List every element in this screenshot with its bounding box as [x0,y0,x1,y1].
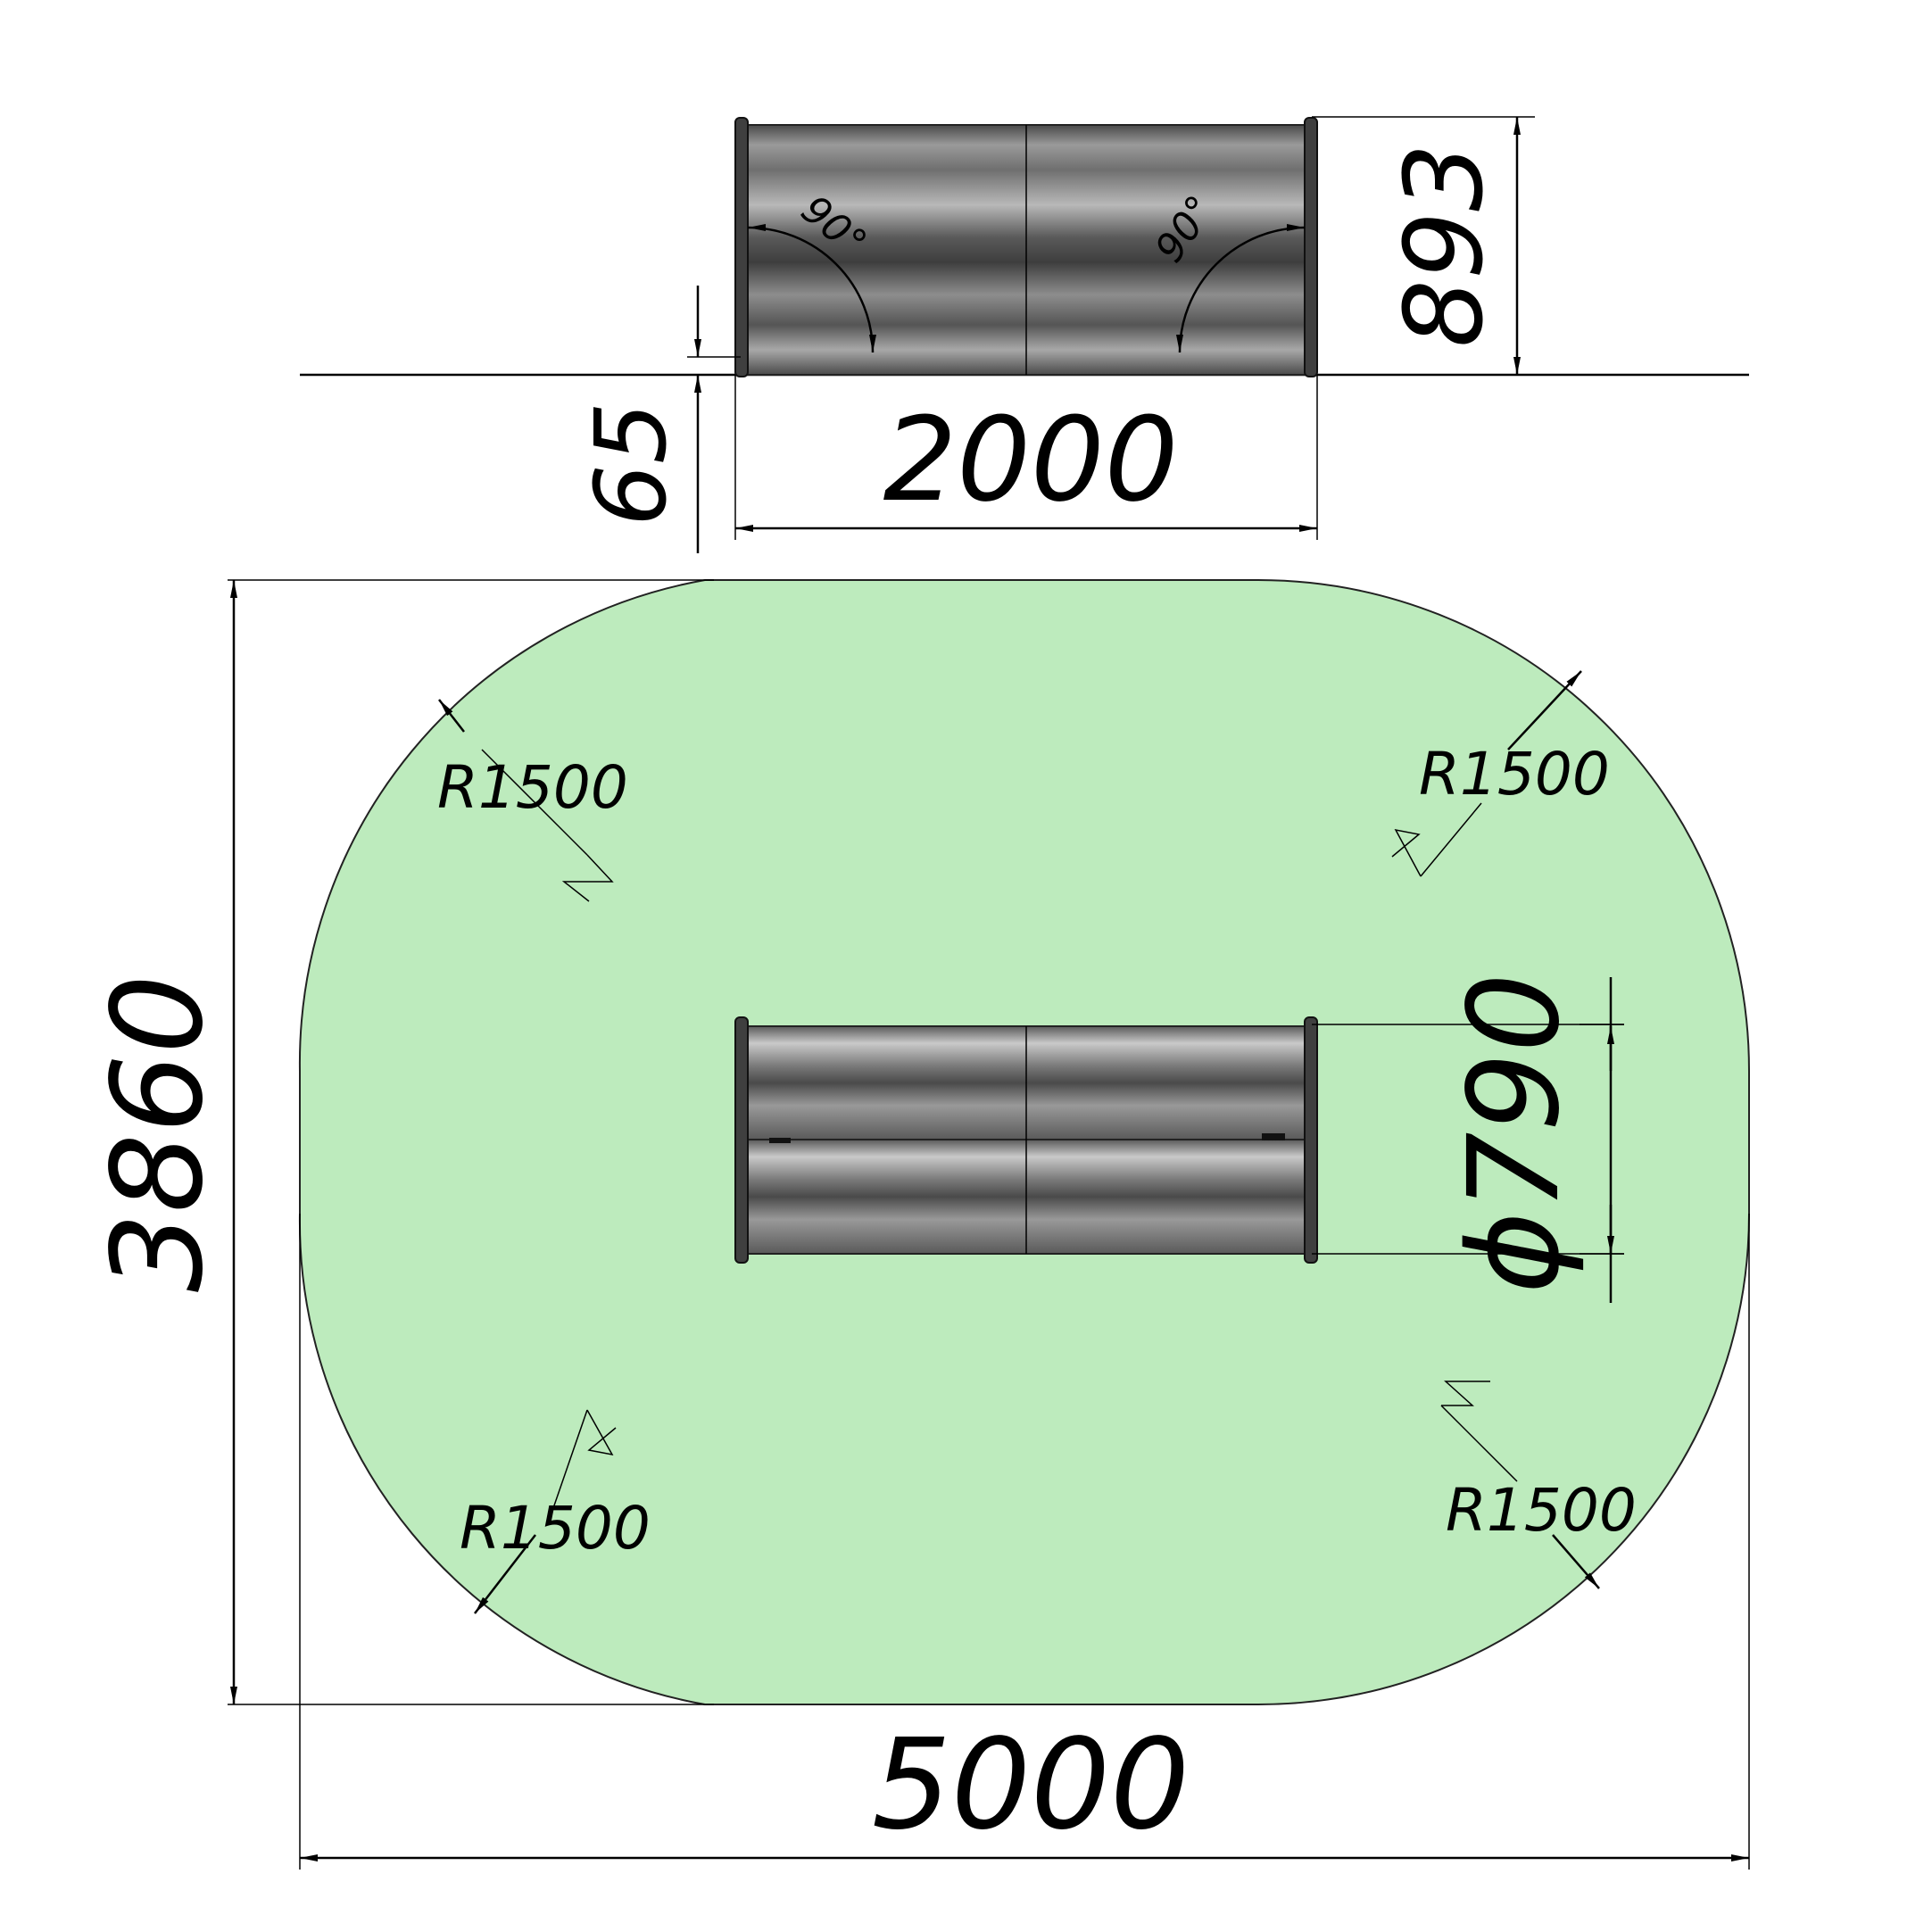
radius-top-right: R1500 [1391,670,1610,877]
radius-leader-bottom-left-tail [552,1409,588,1509]
zone-length-label: 5000 [872,1712,1190,1858]
radius-label-top-right: R1500 [1419,740,1610,808]
radius-leader-bottom-right-tail [1440,1405,1518,1482]
angle-arc-left [747,224,876,353]
zone-width-label: 3860 [86,974,231,1292]
radius-label-bottom-right: R1500 [1446,1476,1637,1545]
radius-leader-top-left-tail [481,749,588,856]
radius-break-bottom-left [586,1409,617,1456]
length-label: 2000 [883,392,1179,527]
radius-top-left: R1500 [437,699,628,902]
plan-bracket-right [1262,1133,1285,1140]
radius-label-top-left: R1500 [437,753,628,822]
side-view-end-cap-right [1304,117,1318,377]
radius-break-bottom-right [1441,1381,1490,1406]
plan-end-cap-right [1304,1016,1318,1264]
radius-leader-top-right-tail [1420,802,1482,877]
radius-leader-top-right [1507,670,1582,750]
radius-leader-bottom-left [474,1534,536,1614]
plan-view: ϕ790 3860 5000 R1500 R1500 R1500 [86,579,1750,1870]
plan-end-cap-left [734,1016,749,1264]
radius-break-top-right [1391,828,1422,877]
radius-label-bottom-left: R1500 [460,1494,651,1563]
side-view: 90° 90° 893 65 2000 [300,116,1749,553]
radius-break-top-left [561,854,614,902]
radius-bottom-left: R1500 [460,1409,651,1614]
radius-leader-top-left [438,699,465,733]
diameter-label: ϕ790 [1442,973,1588,1294]
plan-bracket-left [769,1138,791,1143]
height-label: 893 [1383,143,1507,347]
angle-arc-right [1176,224,1306,353]
side-view-end-cap-left [734,117,749,377]
clearance-label: 65 [574,402,688,527]
radius-leader-bottom-right [1552,1534,1600,1589]
radius-bottom-right: R1500 [1440,1381,1637,1589]
